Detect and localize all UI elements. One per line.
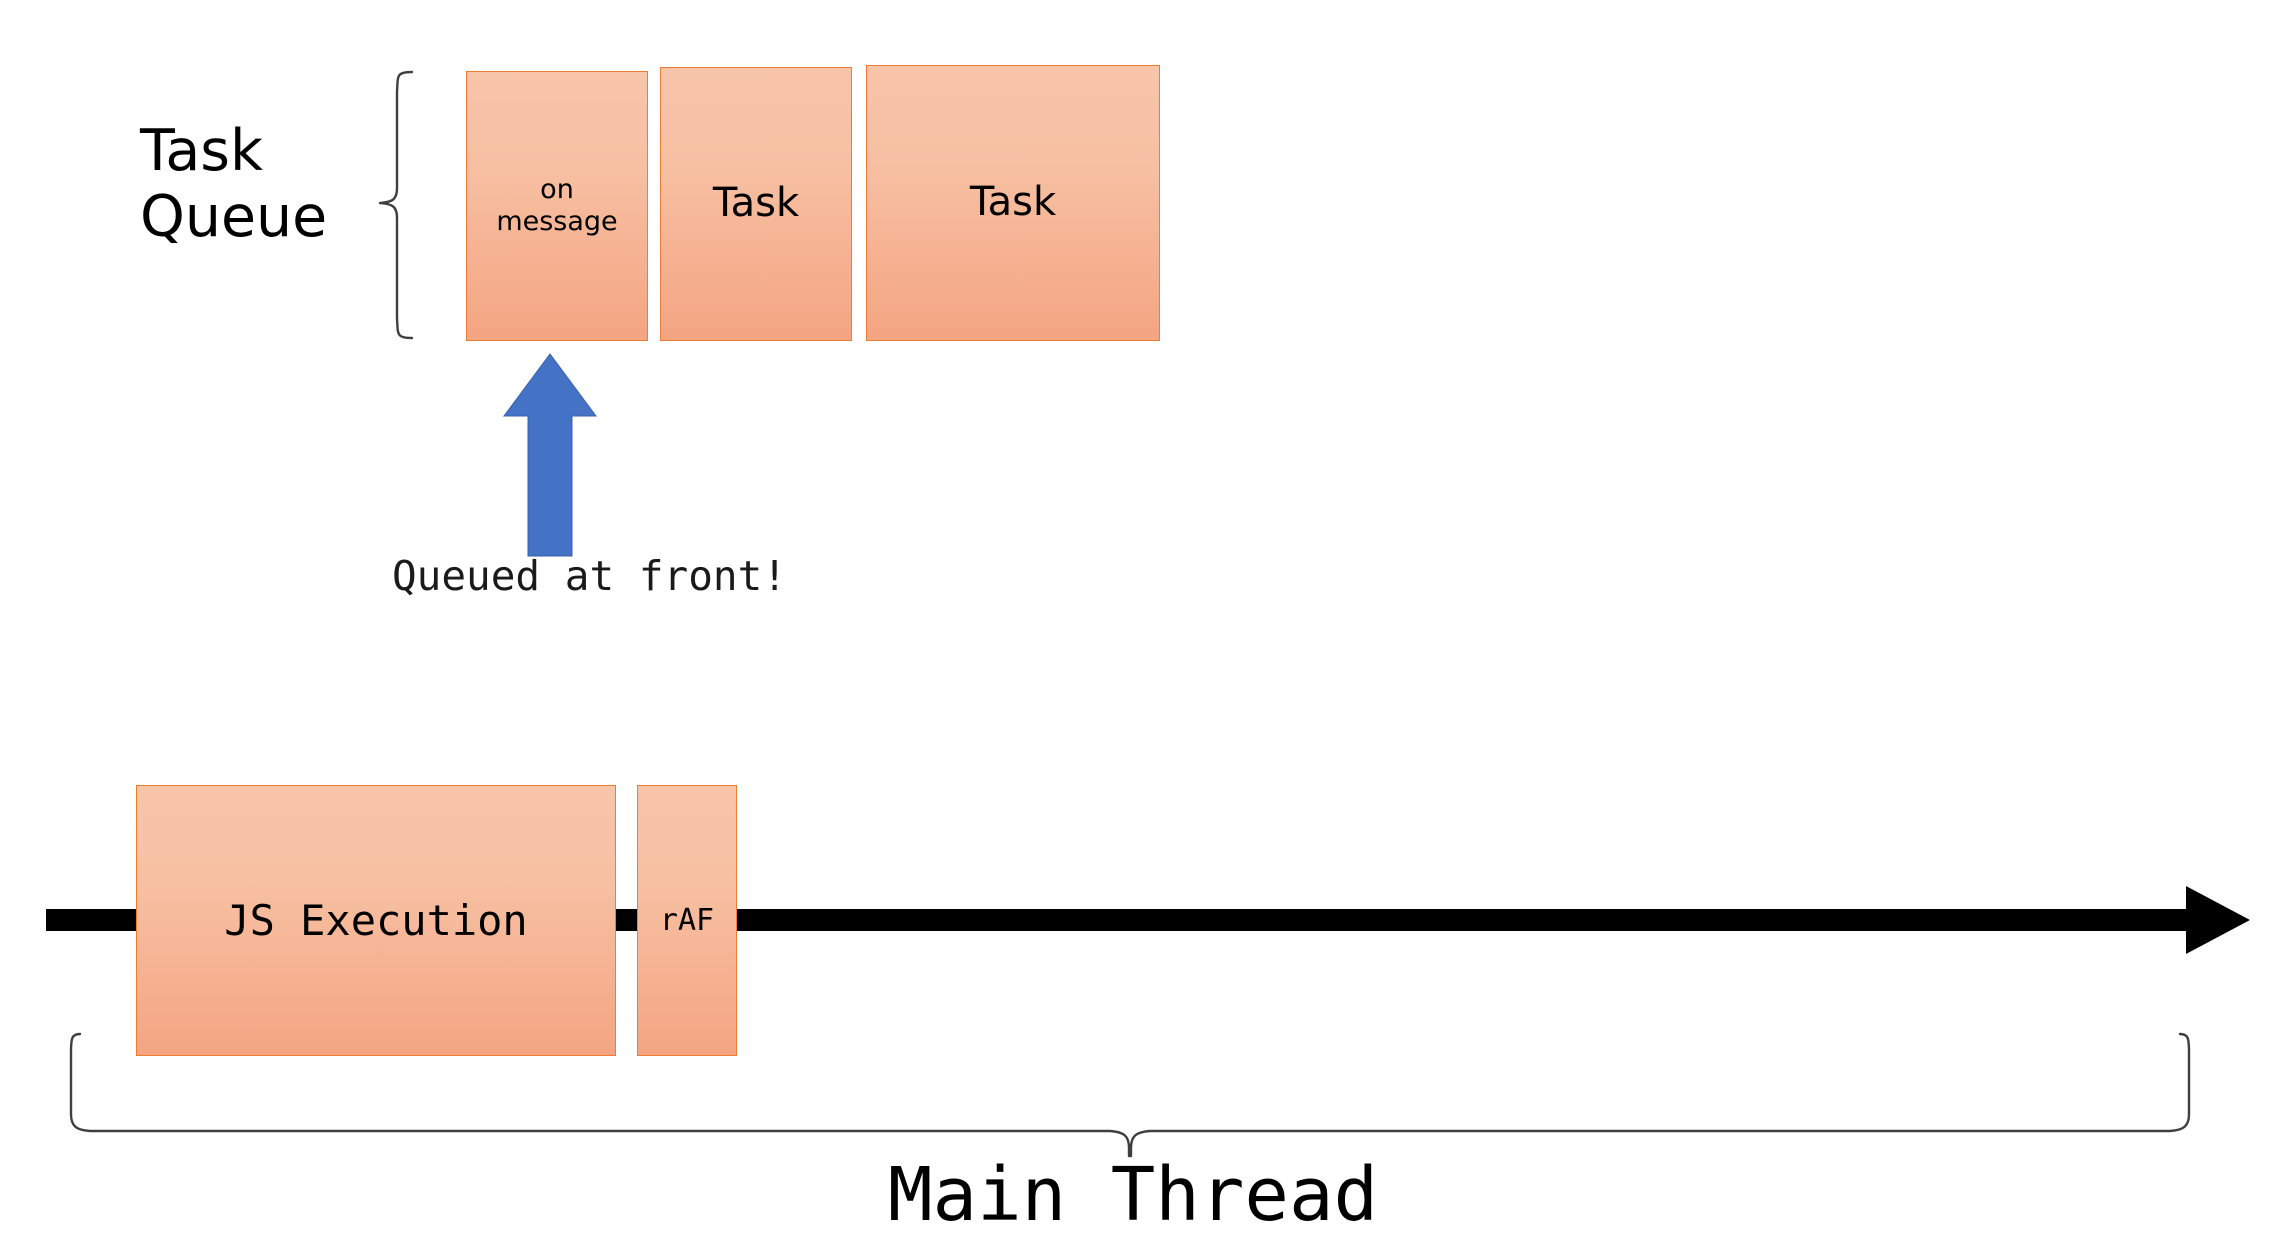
main-thread-block-raf[interactable]: rAF <box>637 785 737 1056</box>
queue-item-task-1[interactable]: Task <box>660 67 852 341</box>
queued-at-front-caption: Queued at front! <box>392 552 787 600</box>
main-thread-block-js-execution[interactable]: JS Execution <box>136 785 616 1056</box>
up-arrow-icon <box>503 353 597 557</box>
queue-item-on-message[interactable]: on message <box>466 71 648 341</box>
task-queue-label: Task Queue <box>140 118 328 251</box>
main-thread-label: Main Thread <box>888 1152 1379 1238</box>
queue-item-task-2[interactable]: Task <box>866 65 1160 341</box>
task-queue-brace-icon <box>378 70 414 340</box>
main-thread-brace-icon <box>69 1032 2191 1158</box>
